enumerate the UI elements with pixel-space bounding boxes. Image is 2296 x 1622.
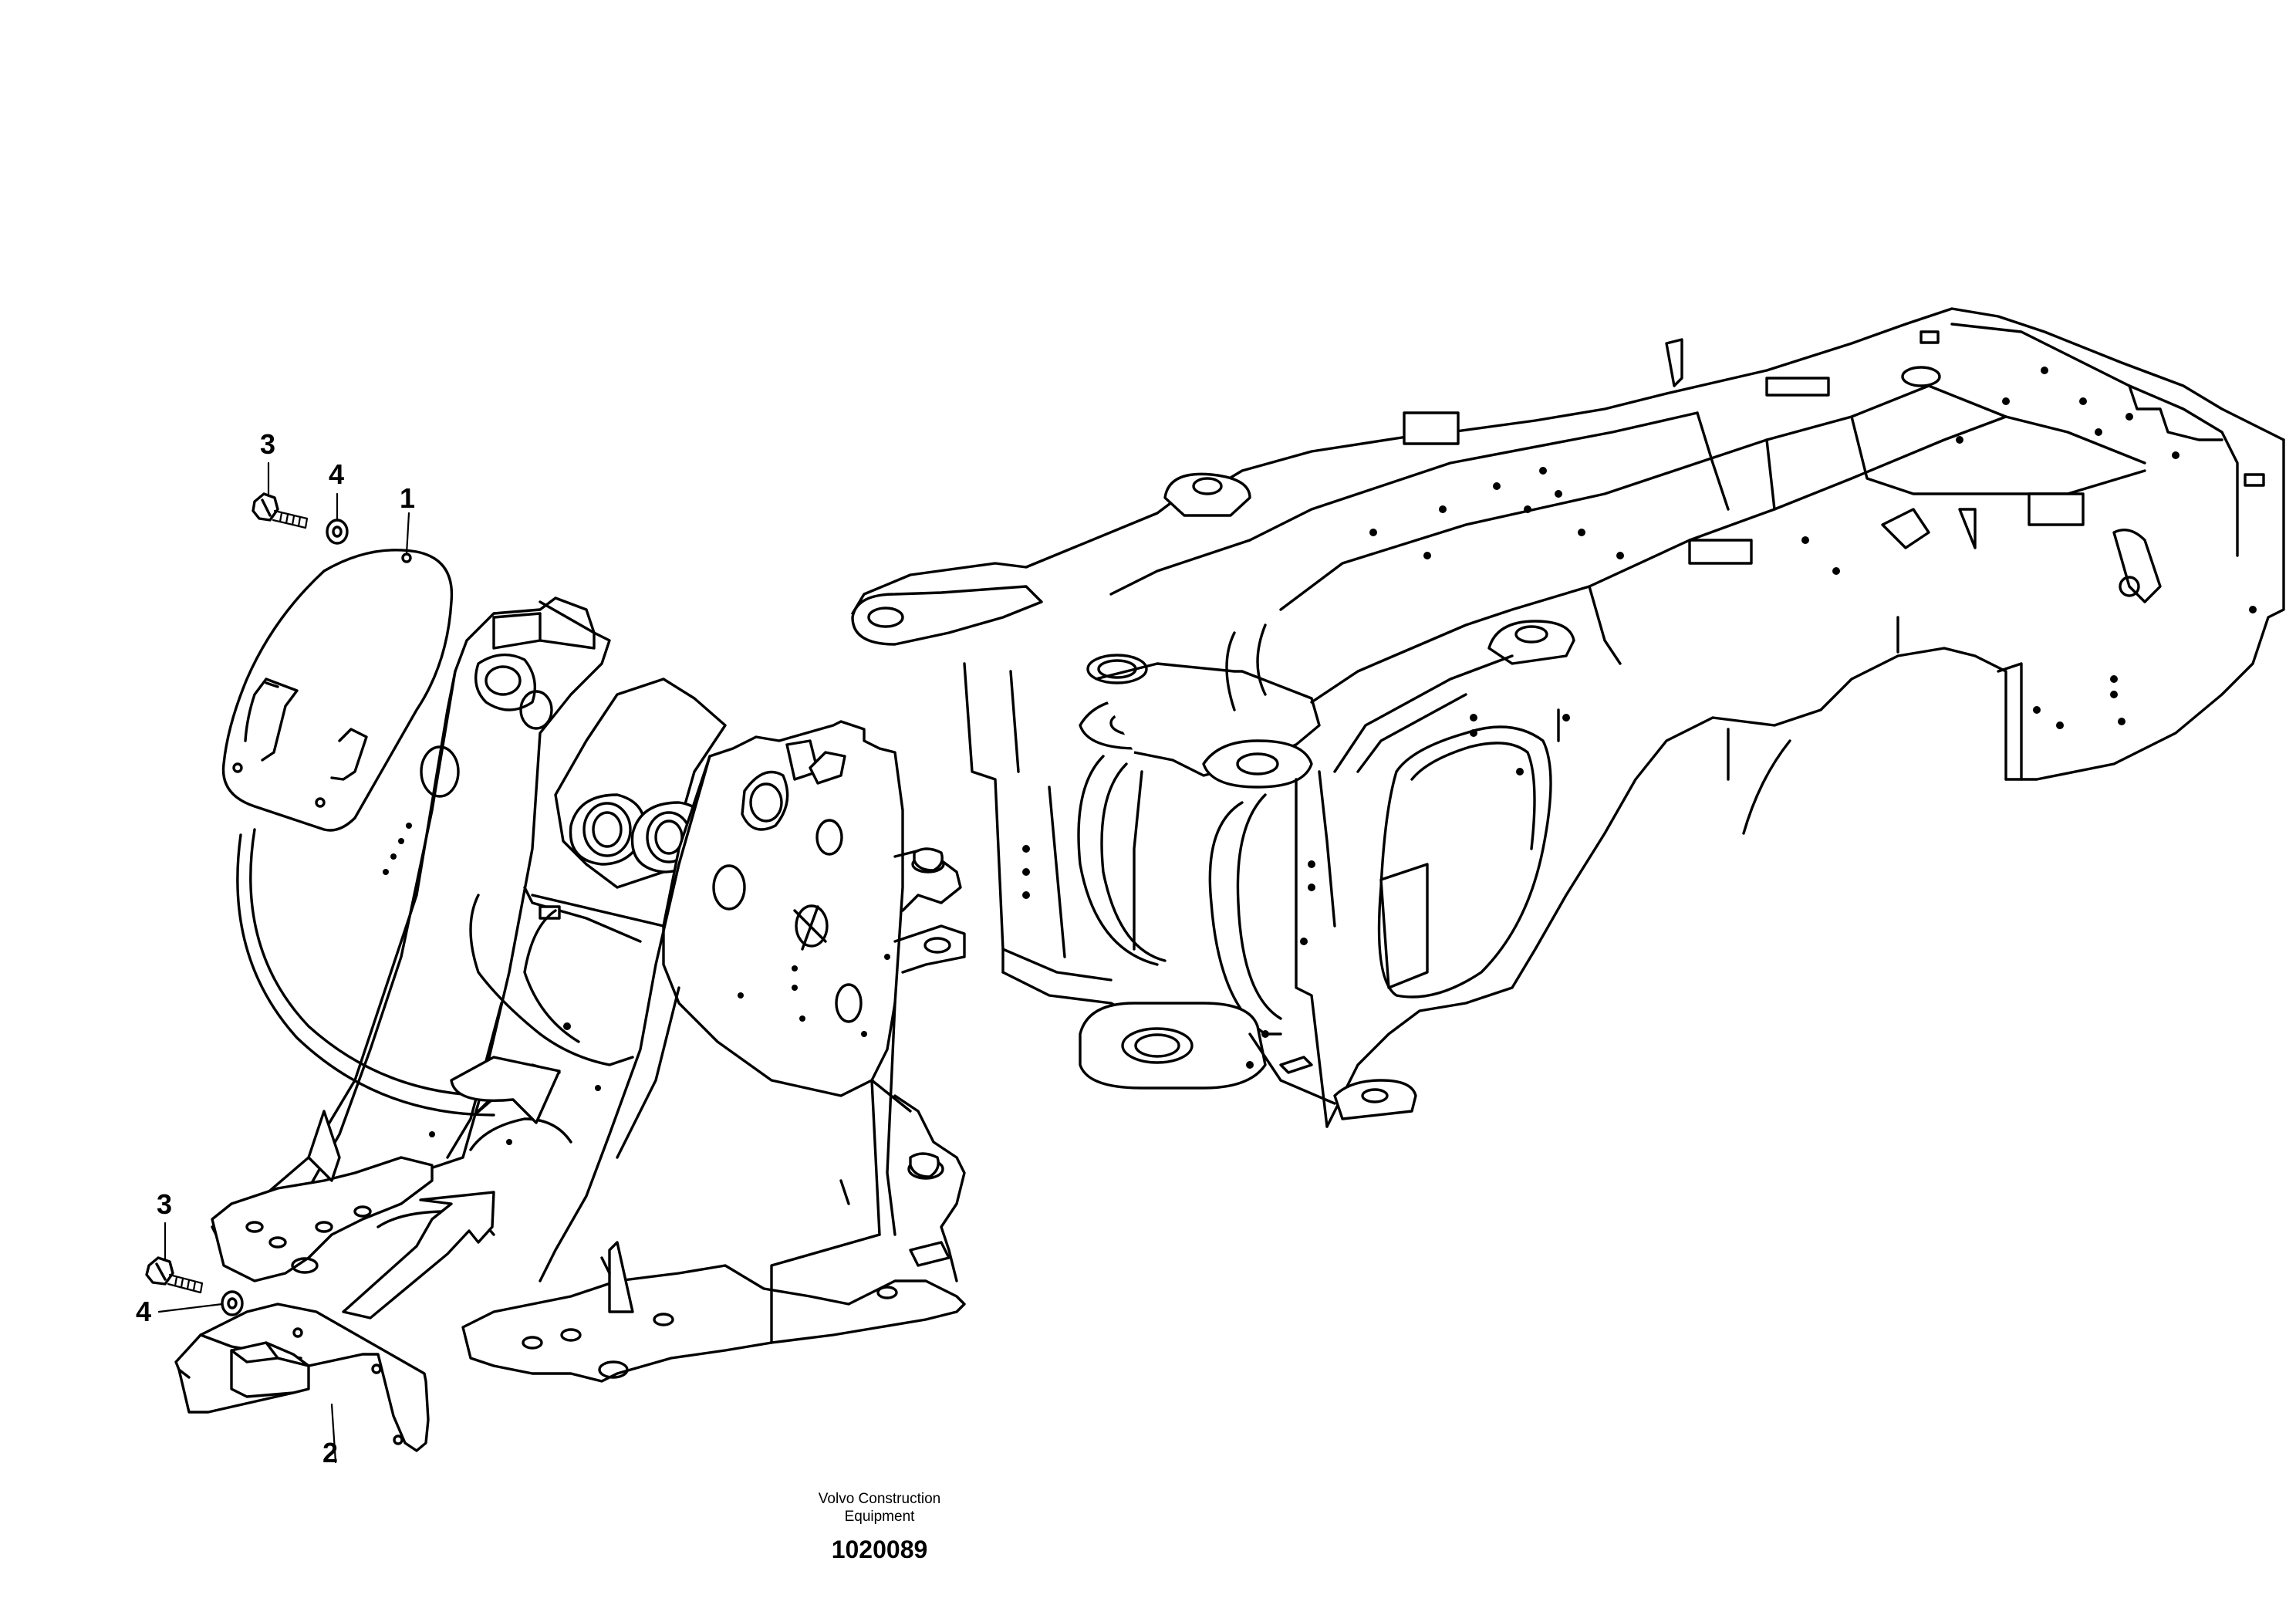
callout-4-bottom: 4 xyxy=(136,1296,152,1327)
leader-lines xyxy=(157,461,410,1464)
callout-4-top: 4 xyxy=(329,458,345,490)
callout-2: 2 xyxy=(322,1437,339,1468)
publisher-caption: Volvo Construction Equipment xyxy=(756,1490,1003,1526)
callout-1: 1 xyxy=(400,482,416,514)
front-frame-holes xyxy=(383,823,890,1145)
caption-line-1: Volvo Construction xyxy=(818,1491,941,1507)
caption-line-2: Equipment xyxy=(844,1509,915,1525)
curved-assembly-arrow xyxy=(236,828,561,1124)
part-number: 1020089 xyxy=(831,1536,928,1563)
cover-plate-part-1 xyxy=(221,549,454,832)
bolt-bottom xyxy=(145,1256,204,1294)
front-frame xyxy=(211,596,966,1383)
rear-frame xyxy=(851,307,2285,1128)
bolt-top xyxy=(252,492,309,529)
callout-3-top: 3 xyxy=(260,428,276,460)
rear-frame-holes xyxy=(1022,367,2257,1069)
washer-bottom xyxy=(221,1290,244,1316)
straight-assembly-arrow xyxy=(342,1191,495,1320)
washer-top xyxy=(326,519,349,545)
callout-3-bottom: 3 xyxy=(157,1188,173,1220)
bracket-part-2 xyxy=(174,1303,430,1452)
